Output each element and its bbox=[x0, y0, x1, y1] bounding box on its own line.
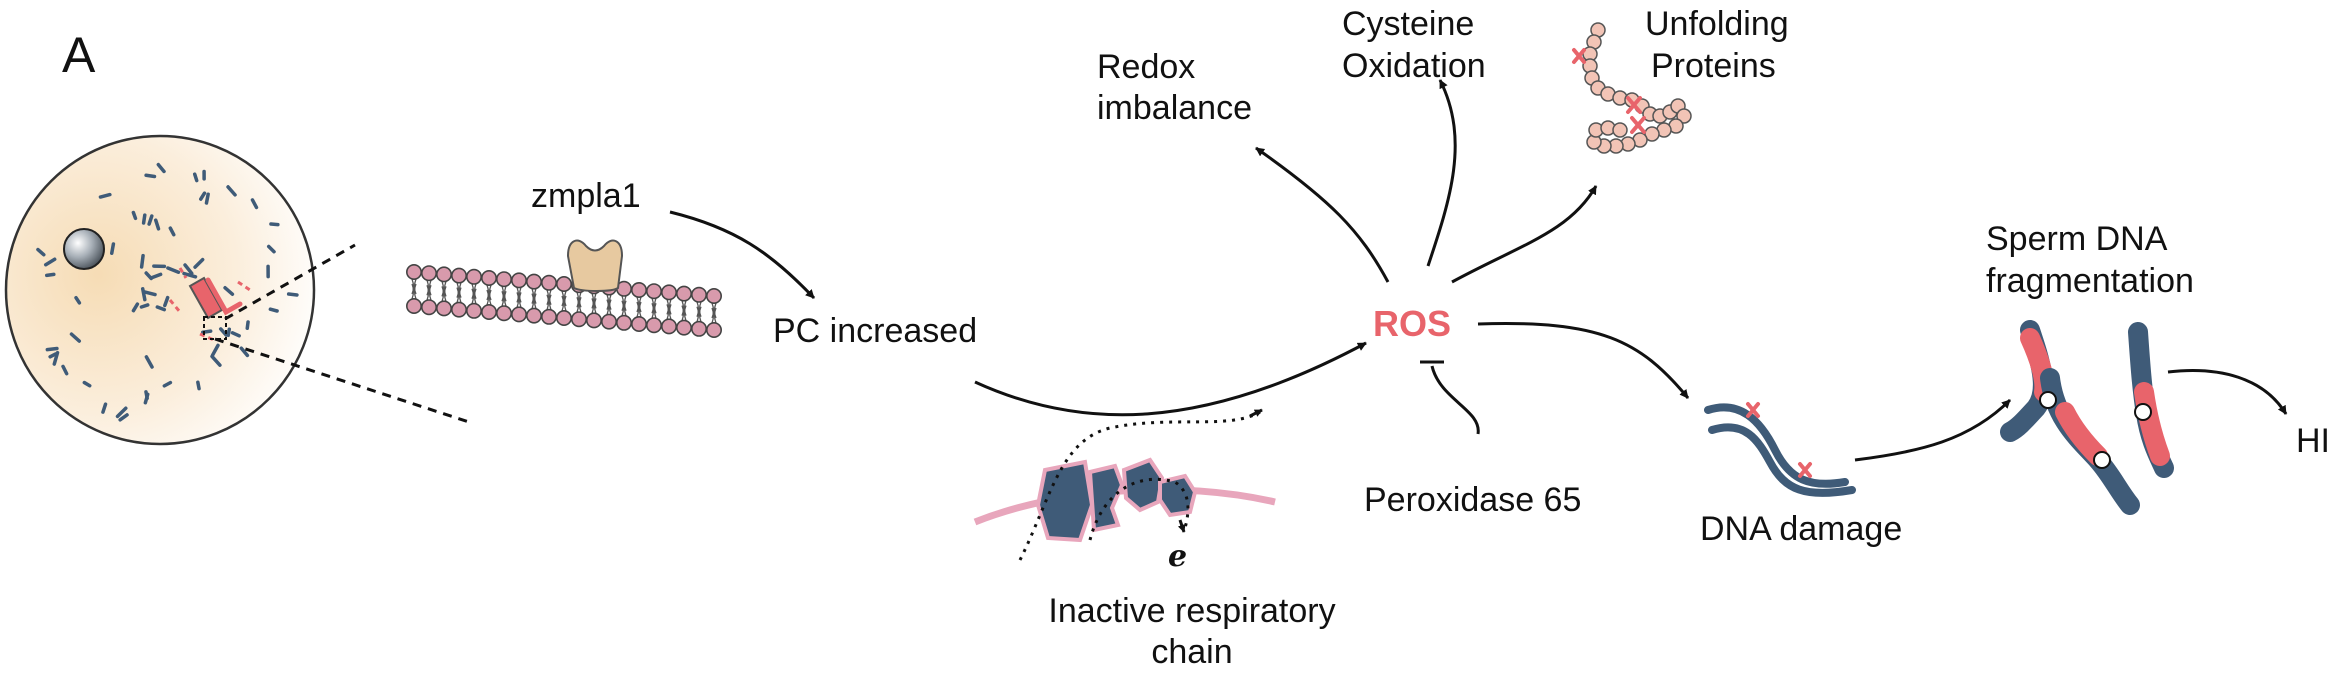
sperm-label-line2: fragmentation bbox=[1986, 262, 2194, 300]
respiratory-chain-icon bbox=[973, 408, 1276, 561]
chromosome-fragments-icon bbox=[36, 162, 299, 422]
arrow-fragmentation-to-hi bbox=[2167, 369, 2288, 415]
inhibit-peroxidase-to-ros bbox=[1430, 365, 1480, 435]
peroxidase-label: Peroxidase 65 bbox=[1364, 481, 1581, 519]
fragmented-chromosomes-icon bbox=[2000, 320, 2174, 515]
damaged-dna-icon bbox=[1704, 402, 1856, 497]
pc-increased-label: PC increased bbox=[773, 312, 977, 350]
respiratory-chain-label-line2: chain bbox=[1151, 633, 1232, 671]
redox-label-line1: Redox bbox=[1097, 48, 1195, 86]
panel-label: A bbox=[62, 27, 96, 83]
arrow-ros-to-dna bbox=[1477, 322, 1690, 399]
lipid-bilayer-icon bbox=[405, 263, 722, 338]
zoom-box bbox=[203, 316, 227, 340]
arrow-ros-to-unfolding bbox=[1451, 185, 1598, 284]
arrow-ros-to-redox bbox=[1255, 146, 1390, 283]
nucleolus-icon bbox=[63, 228, 105, 270]
arrow-pc-to-ros bbox=[974, 341, 1367, 417]
zmpla1-enzyme-icon bbox=[566, 239, 624, 292]
unfolding-label-line2: Proteins bbox=[1651, 47, 1776, 85]
hi-label: HI bbox=[2296, 422, 2330, 460]
redox-label-line2: imbalance bbox=[1097, 89, 1252, 127]
ros-label: ROS bbox=[1373, 303, 1451, 344]
respiratory-chain-label-line1: Inactive respiratory bbox=[1048, 592, 1335, 630]
unfolding-protein-icon bbox=[1582, 22, 1692, 154]
arrow-zmpla1-to-pc bbox=[669, 210, 816, 300]
highlighted-chromosome-icon bbox=[168, 267, 251, 342]
zoom-line-upper bbox=[224, 243, 356, 321]
electron-symbol: e bbox=[1168, 539, 1187, 574]
cysteine-label-line2: Oxidation bbox=[1342, 47, 1486, 85]
oxidation-mark-icon bbox=[1572, 48, 1646, 134]
sperm-label-line1: Sperm DNA bbox=[1986, 220, 2168, 258]
unfolding-label-line1: Unfolding bbox=[1645, 5, 1789, 43]
arrow-dna-to-fragmentation bbox=[1854, 398, 2012, 462]
zebrafish-cell bbox=[4, 134, 316, 446]
cysteine-label-line1: Cysteine bbox=[1342, 5, 1474, 43]
zoom-line-lower bbox=[214, 337, 473, 425]
arrow-ros-to-cysteine bbox=[1426, 79, 1457, 267]
dna-damage-label: DNA damage bbox=[1700, 510, 1902, 548]
zmpla1-label: zmpla1 bbox=[531, 177, 641, 215]
